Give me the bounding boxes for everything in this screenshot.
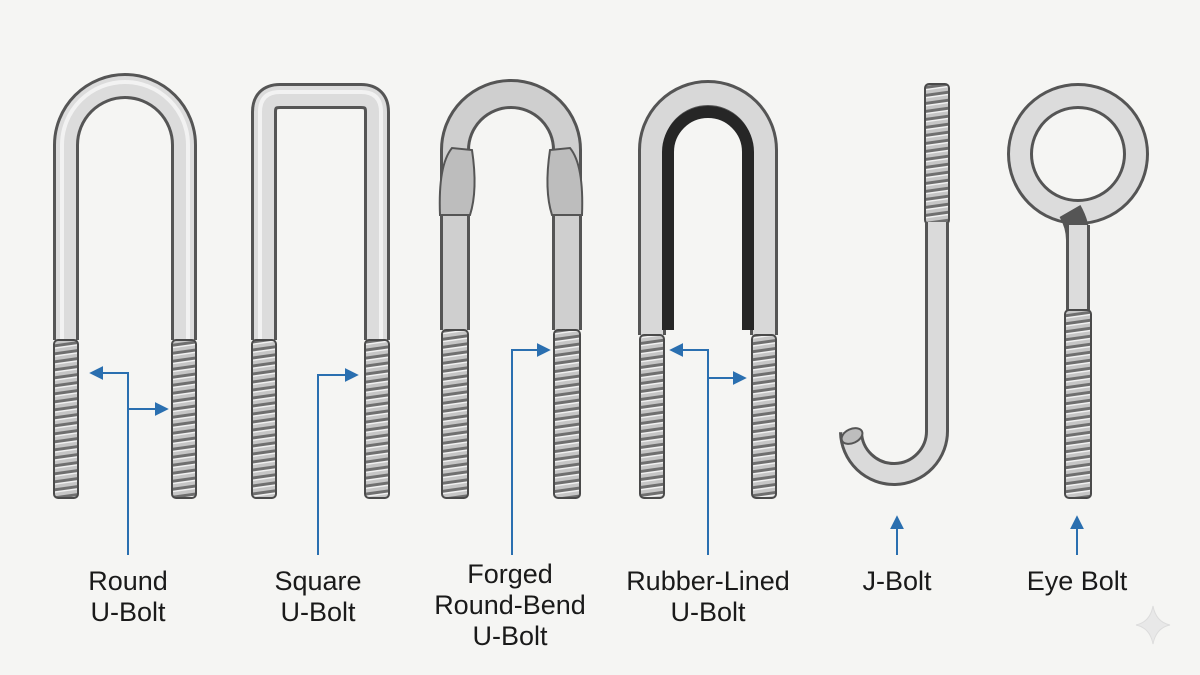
label-line: U-Bolt [670,597,746,627]
label-line: U-Bolt [280,597,356,627]
forged-right-thread [553,329,581,499]
forged-round-bend-u-bolt [438,79,584,499]
label-line: J-Bolt [862,566,932,596]
square-left-thread [251,339,277,499]
square-pointer-line [317,368,359,555]
forged-left-thread [441,329,469,499]
square-right-thread [364,339,390,499]
label-line: Square [274,566,362,596]
round-u-bolt [53,73,197,499]
round-left-thread [53,339,79,499]
round-right-thread [171,339,197,499]
j-bolt [839,83,950,486]
label-j-bolt: J-Bolt [827,566,967,597]
label-rubber-lined-u-bolt: Rubber-Lined U-Bolt [608,566,808,628]
label-line: Round-Bend [434,590,586,620]
label-line: Round [88,566,168,596]
label-forged-round-bend-u-bolt: Forged Round-Bend U-Bolt [420,559,600,652]
rubber-lined-u-bolt [638,80,778,499]
label-round-u-bolt: Round U-Bolt [48,566,208,628]
jbolt-hook [839,222,950,486]
forged-left-bulge [438,146,476,216]
forged-pointer-line [511,343,551,555]
label-line: U-Bolt [90,597,166,627]
jbolt-thread [924,83,950,225]
eye-bolt [1007,83,1149,499]
rubber-lining [662,106,754,330]
round-u-bolt-body [53,73,197,340]
forged-right-bulge [546,146,584,216]
rubber-right-thread [751,334,777,499]
sparkle-icon [1135,605,1171,645]
square-u-bolt-body [251,83,390,340]
square-u-bolt [251,83,390,499]
eye-thread [1064,309,1092,499]
label-line: Eye Bolt [1026,566,1128,596]
label-square-u-bolt: Square U-Bolt [238,566,398,628]
rubber-pointer-line [669,343,709,555]
rubber-left-thread [639,334,665,499]
label-line: U-Bolt [472,621,548,651]
label-line: Rubber-Lined [626,566,790,596]
pointer-arrows [89,343,1084,555]
round-pointer-line [89,366,129,555]
label-eye-bolt: Eye Bolt [1002,566,1152,597]
label-line: Forged [467,559,553,589]
